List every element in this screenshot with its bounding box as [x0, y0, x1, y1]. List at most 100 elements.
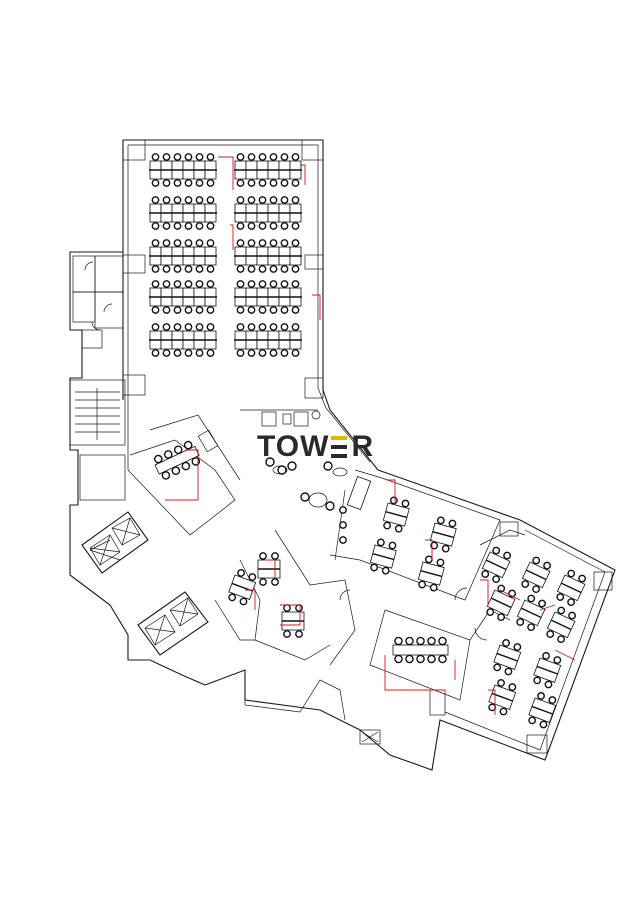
- chair: [538, 599, 546, 608]
- chair: [151, 280, 160, 288]
- chair: [206, 265, 215, 273]
- chair: [499, 707, 508, 716]
- chair: [548, 696, 557, 704]
- desk-divider: [525, 569, 547, 581]
- desk: [182, 339, 195, 350]
- desk-pod: [281, 604, 305, 638]
- chair: [247, 323, 256, 331]
- chair: [247, 179, 256, 187]
- desk: [245, 212, 258, 223]
- chair: [161, 471, 171, 480]
- chair: [236, 179, 245, 187]
- chair: [259, 578, 267, 586]
- desk: [193, 255, 206, 266]
- chair: [280, 153, 289, 161]
- chair: [497, 584, 506, 593]
- chair: [401, 499, 410, 508]
- desk: [193, 330, 206, 341]
- chair: [516, 618, 525, 626]
- desk: [256, 330, 269, 341]
- chair: [184, 265, 193, 273]
- chair: [280, 179, 289, 187]
- desk-divider: [372, 553, 395, 561]
- logo-e-bar-middle: [331, 445, 348, 449]
- chair: [206, 306, 215, 314]
- desk: [193, 246, 206, 257]
- chair: [441, 544, 450, 553]
- chair: [280, 265, 289, 273]
- chair: [280, 306, 289, 314]
- desk-divider: [550, 619, 572, 631]
- desk: [204, 160, 217, 171]
- chair: [280, 239, 289, 247]
- desk: [204, 212, 217, 223]
- desk: [234, 287, 247, 298]
- desk: [234, 212, 247, 223]
- desk: [289, 169, 302, 180]
- chair: [269, 349, 278, 357]
- desk-pod: [429, 516, 457, 553]
- chair: [258, 179, 267, 187]
- desk: [256, 212, 269, 223]
- chair: [162, 179, 171, 187]
- desk: [245, 246, 258, 257]
- chair: [271, 552, 279, 560]
- chair: [269, 153, 278, 161]
- chair: [236, 222, 245, 230]
- chair: [247, 265, 256, 273]
- chair: [481, 570, 490, 578]
- desk: [149, 169, 162, 180]
- chair: [553, 656, 562, 664]
- desk: [278, 339, 291, 350]
- desk-divider: [520, 607, 542, 619]
- desk: [278, 255, 291, 266]
- chair: [181, 461, 191, 471]
- chair: [183, 440, 193, 450]
- chair: [258, 153, 267, 161]
- chair: [394, 636, 403, 646]
- desk: [245, 296, 258, 307]
- chair: [258, 280, 267, 288]
- desk: [267, 255, 280, 266]
- desk: [160, 330, 173, 341]
- desk: [171, 212, 184, 223]
- chair: [151, 196, 160, 204]
- workstation-cluster: [149, 323, 217, 357]
- workstation-cluster: [149, 153, 217, 187]
- chair: [236, 306, 245, 314]
- chair: [539, 720, 548, 729]
- desk-pod: [546, 606, 576, 644]
- chair: [151, 179, 160, 187]
- chair: [184, 153, 193, 161]
- chair: [497, 679, 505, 687]
- logo-text-end: R: [351, 430, 375, 463]
- chair: [258, 306, 267, 314]
- chair: [269, 222, 278, 230]
- chair: [206, 239, 215, 247]
- chair: [151, 239, 160, 247]
- desk: [204, 255, 217, 266]
- desk: [193, 203, 206, 214]
- chair: [236, 323, 245, 331]
- desk: [171, 296, 184, 307]
- desk-divider: [490, 597, 512, 609]
- desk-divider: [496, 652, 518, 662]
- chair: [300, 492, 310, 502]
- kitchen-counter: [346, 475, 372, 511]
- chair: [280, 349, 289, 357]
- chair: [236, 349, 245, 357]
- chair: [370, 563, 379, 572]
- chair: [291, 323, 300, 331]
- chair: [287, 461, 297, 471]
- chair: [339, 536, 347, 544]
- chair: [206, 196, 215, 204]
- chair: [405, 654, 414, 664]
- desk: [256, 296, 269, 307]
- chair: [291, 349, 300, 357]
- desk: [149, 330, 162, 341]
- desk: [204, 287, 217, 298]
- chair: [162, 222, 171, 230]
- workstation-cluster: [234, 196, 302, 230]
- chair: [236, 196, 245, 204]
- chair: [171, 466, 181, 476]
